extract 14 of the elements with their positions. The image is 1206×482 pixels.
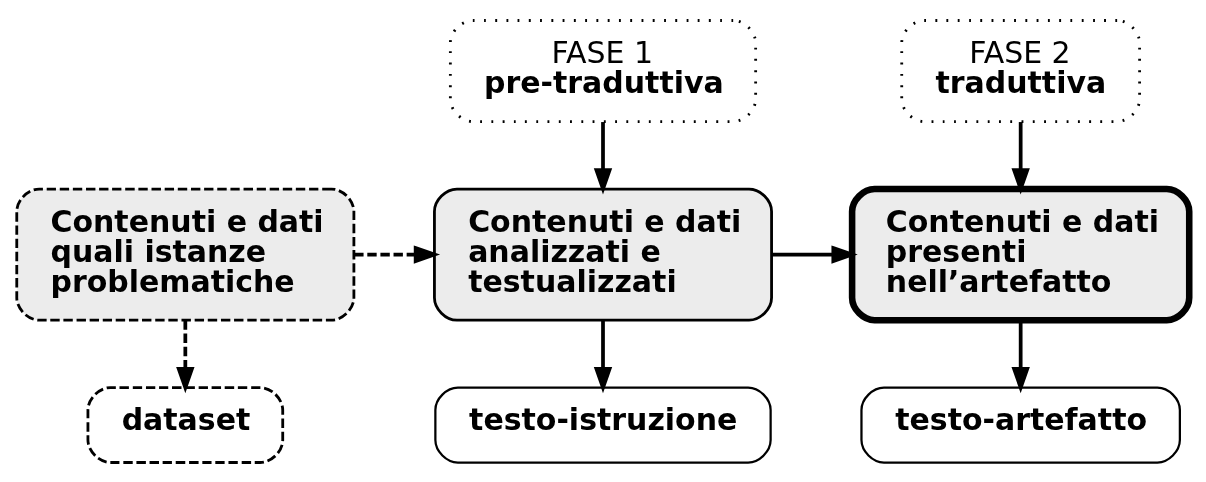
node-box: Contenuti e dati presenti nell’artefatto <box>848 185 1193 323</box>
node-box: FASE 1 pre-traduttiva <box>448 18 758 123</box>
arrow <box>176 319 195 393</box>
node-box: Contenuti e dati analizzati e testualizzati <box>433 187 773 322</box>
arrow <box>1011 121 1030 194</box>
arrow <box>593 319 613 393</box>
node-box: testo-istruzione <box>434 385 772 464</box>
arrow <box>771 244 858 264</box>
node-box: dataset <box>86 385 285 464</box>
node-box: testo-artefatto <box>860 385 1181 464</box>
node-box: Contenuti e dati quali istanze problematiche <box>15 187 356 322</box>
arrow <box>593 121 613 194</box>
arrow <box>354 244 441 264</box>
node-box: FASE 2 traduttiva <box>900 18 1141 123</box>
